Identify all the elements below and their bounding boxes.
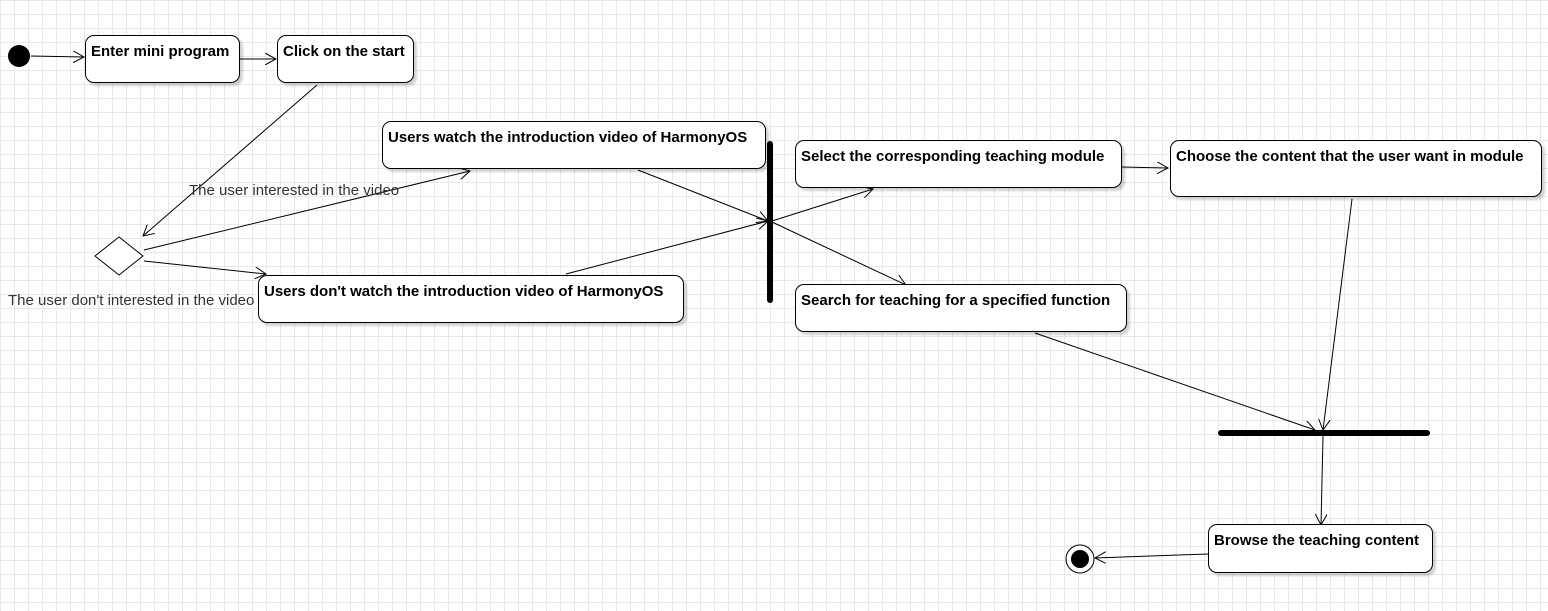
node-enter-mini-program[interactable]: Enter mini program xyxy=(85,35,240,83)
final-node xyxy=(1065,544,1095,574)
node-search-function[interactable]: Search for teaching for a specified func… xyxy=(795,284,1127,332)
edge-search-to-join xyxy=(1034,332,1315,430)
edge-browse-to-final xyxy=(1095,554,1209,558)
edge-watch-video-to-fork xyxy=(637,169,768,221)
guard-label-interested: The user interested in the video xyxy=(189,182,400,199)
node-dont-watch-video[interactable]: Users don't watch the introduction video… xyxy=(258,275,684,323)
node-click-on-start[interactable]: Click on the start xyxy=(277,35,414,83)
initial-node xyxy=(8,45,30,67)
edge-click-start-to-decision xyxy=(143,84,318,236)
edge-dont-watch-to-fork xyxy=(565,221,768,275)
edge-choose-content-to-join xyxy=(1323,198,1353,430)
node-watch-video[interactable]: Users watch the introduction video of Ha… xyxy=(382,121,766,169)
edge-decision-to-dont-watch xyxy=(143,260,266,274)
node-browse-teaching-content[interactable]: Browse the teaching content xyxy=(1208,524,1433,573)
edge-select-module-to-choose-content xyxy=(1121,167,1168,168)
edge-join-to-browse xyxy=(1321,435,1323,525)
edge-fork-to-search xyxy=(771,221,906,285)
node-choose-content[interactable]: Choose the content that the user want in… xyxy=(1170,140,1542,197)
decision-node xyxy=(94,236,144,276)
node-select-teaching-module[interactable]: Select the corresponding teaching module xyxy=(795,140,1122,188)
edge-initial-to-enter xyxy=(30,56,84,57)
edge-fork-to-select-module xyxy=(771,189,873,222)
guard-label-not-interested: The user don't interested in the video xyxy=(8,292,255,309)
final-node-dot xyxy=(1071,550,1089,568)
